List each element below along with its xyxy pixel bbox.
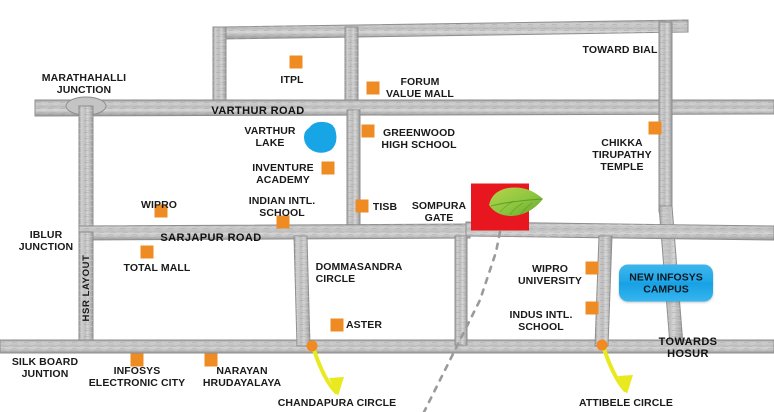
arrow-chandapura xyxy=(312,348,344,396)
new-infosys-campus-label: NEW INFOSYS CAMPUS xyxy=(629,271,703,295)
marker-greenwood-high-school xyxy=(361,124,375,138)
marker-total-mall xyxy=(140,245,154,259)
marker-wipro xyxy=(154,204,168,218)
marker-tisb xyxy=(355,199,369,213)
approach-dashed-line xyxy=(422,230,502,412)
marker-wipro-university xyxy=(585,261,599,275)
marker-narayan-hrudayalaya xyxy=(204,353,218,367)
marker-inventure-academy xyxy=(321,161,335,175)
marker-itpl xyxy=(289,55,303,69)
marker-chandapura-junction xyxy=(306,340,318,352)
roads-group xyxy=(0,19,774,354)
marker-attibele-junction xyxy=(596,339,608,351)
leaf-logo-icon xyxy=(489,187,543,216)
marker-aster xyxy=(330,318,344,332)
varthur-lake-shape xyxy=(304,121,337,153)
new-infosys-campus-box: NEW INFOSYS CAMPUS xyxy=(619,264,713,302)
marker-forum-value-mall xyxy=(366,81,380,95)
marker-infosys-electronic-city xyxy=(130,353,144,367)
arrow-attibele xyxy=(602,347,633,394)
marker-chikka-tirupathy-temple xyxy=(648,121,662,135)
marker-indus-intl-school xyxy=(585,301,599,315)
marker-indian-intl-school xyxy=(276,215,290,229)
